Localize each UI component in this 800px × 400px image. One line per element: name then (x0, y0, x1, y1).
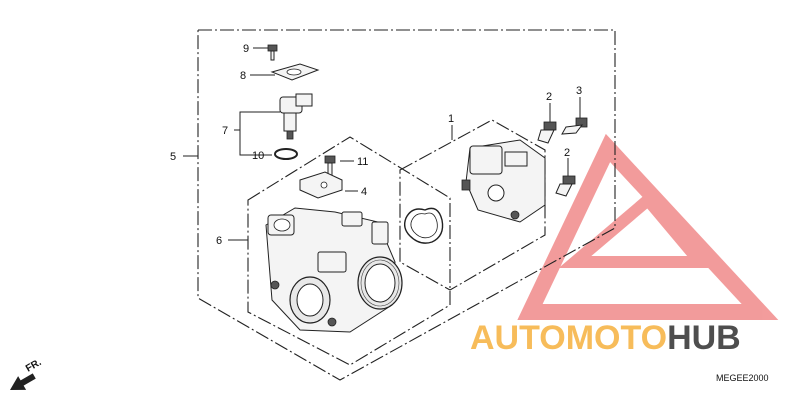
assembly-frame-outer (197, 29, 616, 381)
sensor-frame (399, 119, 546, 291)
gasket-icon (403, 207, 444, 244)
callout-11: 11 (357, 156, 368, 168)
callout-3: 3 (576, 85, 582, 97)
callout-2-upper: 2 (546, 91, 552, 103)
diagram-code: MEGEE2000 (716, 373, 769, 383)
callout-1: 1 (448, 113, 454, 125)
callout-4: 4 (361, 186, 367, 198)
watermark-text: AUTOMOTOHUB (470, 319, 741, 357)
sensor-7-icon (279, 93, 313, 140)
bracket-4-icon (299, 171, 343, 199)
plate-8-icon (270, 63, 320, 81)
leader-7-top (234, 111, 280, 131)
front-arrow-icon (10, 373, 36, 390)
watermark-text-part1: AUTOMOTO (470, 319, 667, 357)
throttle-body-frame (247, 136, 451, 366)
o-ring-10-icon (274, 148, 298, 160)
bolt-2-lower-icon (555, 175, 576, 197)
bolt-11-icon (324, 155, 336, 176)
callout-6: 6 (216, 235, 222, 247)
screw-9-icon (267, 44, 278, 61)
sensor-unit-1-icon (461, 139, 546, 223)
callout-10: 10 (252, 150, 264, 162)
watermark-text-part2: HUB (667, 319, 741, 357)
callout-7: 7 (222, 125, 228, 137)
leader-7-bottom (239, 130, 272, 156)
callout-5: 5 (170, 151, 176, 163)
callout-2-lower: 2 (564, 147, 570, 159)
callout-8: 8 (240, 70, 246, 82)
bolt-3-icon (561, 117, 588, 135)
callout-9: 9 (243, 43, 249, 55)
throttle-body-6-icon (265, 207, 403, 333)
front-indicator: FR. (24, 357, 44, 375)
bolt-2-upper-icon (537, 121, 557, 144)
watermark-logo-icon (517, 133, 779, 320)
